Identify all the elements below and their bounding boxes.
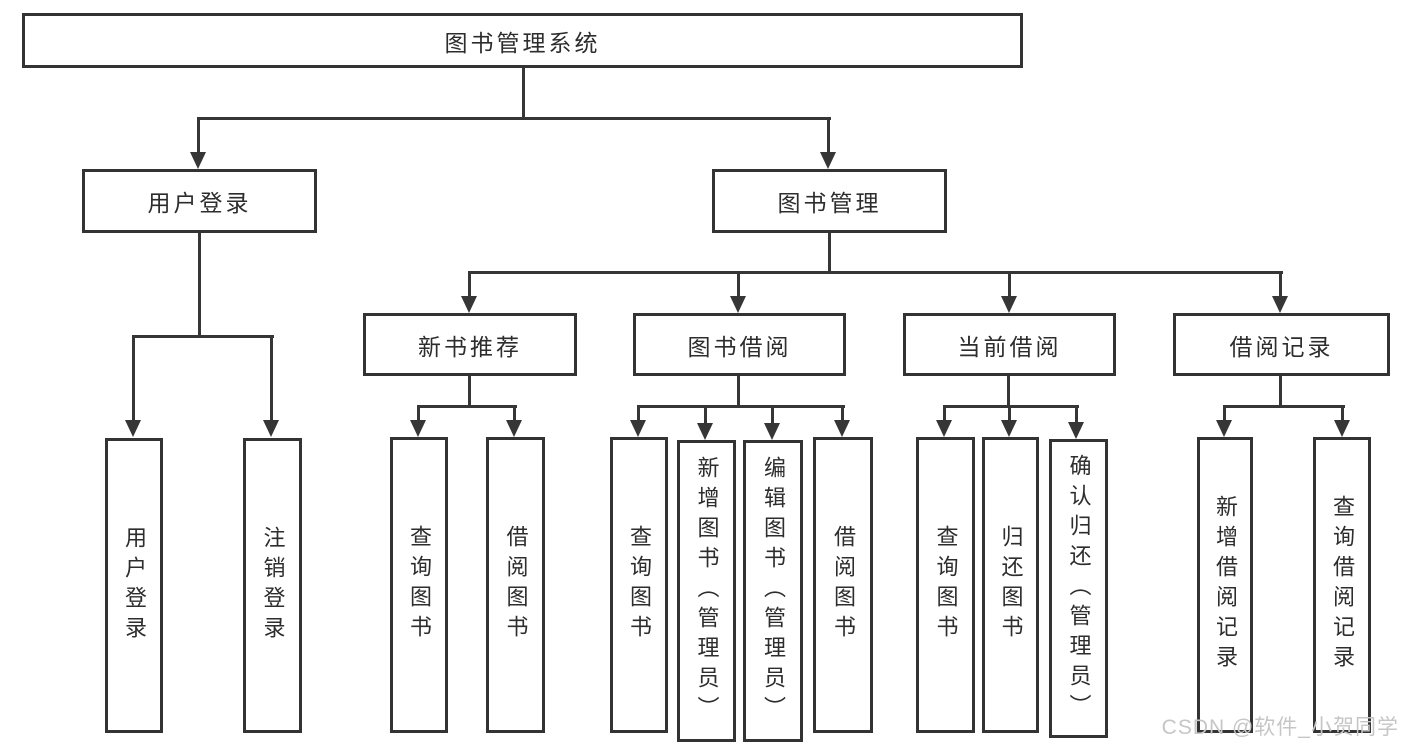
leaf-add-borrow-record-label: 新增借阅记录 bbox=[1213, 495, 1238, 675]
arrow-to-leaf-query-book-current bbox=[936, 405, 952, 437]
arrow-to-leaf-user-login bbox=[125, 335, 141, 437]
arrow-to-book-management bbox=[820, 117, 836, 169]
leaf-add-borrow-record: 新增借阅记录 bbox=[1197, 437, 1253, 733]
leaf-query-borrow-record: 查询借阅记录 bbox=[1313, 437, 1371, 733]
arrow-to-leaf-borrow-book bbox=[834, 405, 850, 437]
leaf-query-book-borrow: 查询图书 bbox=[610, 437, 668, 733]
leaf-confirm-return-admin: 确认归还（管理员） bbox=[1049, 439, 1108, 738]
node-book-borrow: 图书借阅 bbox=[633, 313, 846, 376]
leaf-query-borrow-record-label: 查询借阅记录 bbox=[1330, 495, 1355, 675]
leaf-logout-label: 注销登录 bbox=[260, 525, 286, 646]
arrow-to-leaf-add-borrow-record bbox=[1216, 405, 1232, 437]
connector-root-bar bbox=[197, 117, 831, 120]
connector-book-management-bar bbox=[468, 271, 1283, 274]
connector-book-borrow-bar bbox=[637, 405, 845, 408]
arrow-to-borrow-record bbox=[1272, 271, 1288, 313]
node-root: 图书管理系统 bbox=[22, 13, 1023, 68]
arrow-to-leaf-borrow-book-recommend bbox=[506, 405, 522, 437]
leaf-return-book: 归还图书 bbox=[982, 437, 1039, 733]
arrow-to-leaf-add-book-admin bbox=[697, 405, 713, 440]
arrow-to-current-borrow bbox=[1001, 271, 1017, 313]
leaf-return-book-label: 归还图书 bbox=[998, 525, 1024, 645]
connector-user-login-bar bbox=[132, 335, 274, 338]
leaf-add-book-admin-label: 新增图书（管理员） bbox=[694, 456, 720, 726]
leaf-borrow-book-recommend-label: 借阅图书 bbox=[503, 525, 529, 645]
connector-book-borrow-stem bbox=[737, 376, 740, 408]
arrow-to-leaf-return-book bbox=[1001, 405, 1017, 437]
node-user-login-label: 用户登录 bbox=[147, 190, 252, 216]
node-current-borrow-label: 当前借阅 bbox=[957, 333, 1062, 360]
leaf-query-book-recommend-label: 查询图书 bbox=[407, 525, 432, 645]
leaf-query-book-borrow-label: 查询图书 bbox=[627, 525, 652, 645]
node-borrow-record-label: 借阅记录 bbox=[1229, 333, 1334, 360]
node-book-management-label: 图书管理 bbox=[777, 190, 882, 216]
leaf-query-book-current-label: 查询图书 bbox=[933, 525, 959, 645]
arrow-to-leaf-edit-book-admin bbox=[764, 405, 780, 440]
leaf-user-login: 用户登录 bbox=[105, 438, 163, 733]
leaf-borrow-book-recommend: 借阅图书 bbox=[486, 437, 545, 733]
node-root-label: 图书管理系统 bbox=[444, 29, 601, 56]
leaf-user-login-label: 用户登录 bbox=[122, 525, 147, 646]
arrow-to-leaf-confirm-return-admin bbox=[1068, 405, 1084, 439]
leaf-confirm-return-admin-label: 确认归还（管理员） bbox=[1066, 453, 1092, 724]
connector-root-stem bbox=[522, 68, 525, 120]
node-book-borrow-label: 图书借阅 bbox=[687, 333, 792, 360]
arrow-to-book-borrow bbox=[730, 271, 746, 313]
leaf-add-book-admin: 新增图书（管理员） bbox=[677, 440, 736, 742]
connector-book-management-stem bbox=[828, 233, 831, 273]
leaf-edit-book-admin: 编辑图书（管理员） bbox=[743, 440, 803, 742]
leaf-borrow-book-label: 借阅图书 bbox=[831, 525, 856, 645]
node-new-book-recommend-label: 新书推荐 bbox=[418, 333, 522, 360]
csdn-watermark: CSDN @软件_小贺同学 bbox=[1161, 716, 1399, 739]
leaf-borrow-book: 借阅图书 bbox=[813, 437, 873, 733]
leaf-edit-book-admin-label: 编辑图书（管理员） bbox=[761, 456, 786, 726]
arrow-to-user-login bbox=[190, 117, 206, 169]
arrow-to-leaf-query-borrow-record bbox=[1334, 405, 1350, 437]
node-current-borrow: 当前借阅 bbox=[903, 313, 1116, 376]
node-book-management: 图书管理 bbox=[712, 169, 947, 233]
arrow-to-new-book-recommend bbox=[461, 271, 477, 313]
connector-borrow-record-bar bbox=[1223, 405, 1345, 408]
node-borrow-record: 借阅记录 bbox=[1173, 313, 1390, 376]
arrow-to-leaf-logout bbox=[263, 335, 279, 437]
connector-new-book-recommend-bar bbox=[417, 405, 517, 408]
connector-new-book-recommend-stem bbox=[468, 376, 471, 408]
node-user-login: 用户登录 bbox=[82, 169, 317, 233]
connector-current-borrow-stem bbox=[1007, 376, 1010, 408]
leaf-query-book-recommend: 查询图书 bbox=[390, 437, 448, 733]
leaf-query-book-current: 查询图书 bbox=[916, 437, 975, 733]
node-new-book-recommend: 新书推荐 bbox=[363, 313, 577, 376]
connector-current-borrow-bar bbox=[943, 405, 1079, 408]
leaf-logout: 注销登录 bbox=[243, 438, 302, 733]
arrow-to-leaf-query-book-recommend bbox=[410, 405, 426, 437]
connector-borrow-record-stem bbox=[1279, 376, 1282, 408]
connector-user-login-stem bbox=[198, 233, 201, 337]
arrow-to-leaf-query-book-borrow bbox=[630, 405, 646, 437]
